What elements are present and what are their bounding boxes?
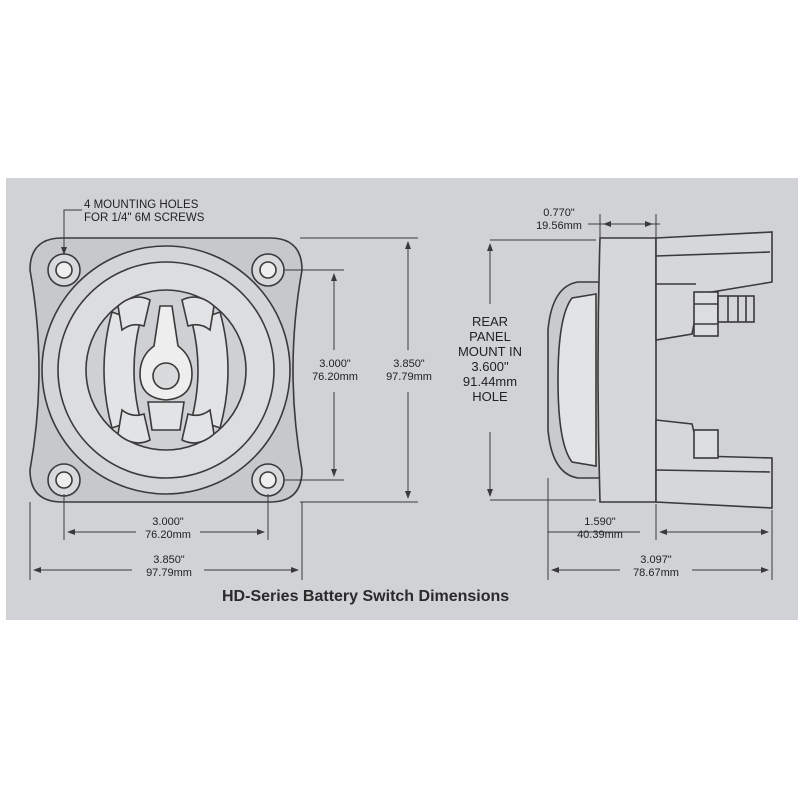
front-dimension-lines xyxy=(29,209,418,580)
panel-mount-line-6: HOLE xyxy=(472,389,508,404)
side-view xyxy=(547,231,773,509)
knob-hub xyxy=(152,362,180,390)
panel-mount-line-3: MOUNT IN xyxy=(457,344,523,359)
panel-mount-line-1: REAR xyxy=(471,314,509,329)
panel-mount-line-4: 3.600" xyxy=(471,359,509,374)
holes-leader xyxy=(61,209,82,255)
knob-bottom-right xyxy=(181,408,215,444)
side-dimension-lines xyxy=(487,214,773,580)
panel-mount-label: REAR PANEL MOUNT IN 3.600" 91.44mm HOLE xyxy=(446,314,534,404)
knob-top-right xyxy=(181,296,215,332)
mounting-holes xyxy=(47,253,285,497)
rear-depth-mm: 40.39mm xyxy=(577,529,623,541)
mounting-holes-line-1: 4 MOUNTING HOLES xyxy=(84,199,199,211)
hole-spacing-vertical-label: 3.000" 76.20mm xyxy=(306,358,364,384)
mounting-holes-line-2: FOR 1/4" 6M SCREWS xyxy=(84,212,205,224)
side-flange xyxy=(597,237,657,503)
hole-spacing-horizontal-inch: 3.000" xyxy=(152,516,184,528)
hole-spacing-vertical-inch: 3.000" xyxy=(319,358,351,370)
panel-mount-line-5: 91.44mm xyxy=(462,374,518,389)
side-rear-lower xyxy=(655,419,773,509)
knob-depth-mm: 19.56mm xyxy=(536,220,582,232)
terminal-nut xyxy=(693,291,719,337)
hole-spacing-horizontal-mm: 76.20mm xyxy=(145,529,191,541)
overall-height-mm: 97.79mm xyxy=(386,371,432,383)
hole-spacing-horizontal-label: 3.000" 76.20mm xyxy=(137,516,199,542)
knob-depth-inch: 0.770" xyxy=(543,207,575,219)
overall-depth-mm: 78.67mm xyxy=(633,567,679,579)
overall-width-inch: 3.850" xyxy=(153,554,185,566)
knob-top-left xyxy=(117,296,151,332)
rear-depth-label: 1.590" 40.39mm xyxy=(568,516,632,542)
knob-lower-tab xyxy=(147,401,185,431)
terminal-nut-lower xyxy=(693,429,719,459)
rear-depth-inch: 1.590" xyxy=(584,516,616,528)
panel-mount-line-2: PANEL xyxy=(469,329,511,344)
overall-depth-inch: 3.097" xyxy=(640,554,672,566)
overall-depth-label: 3.097" 78.67mm xyxy=(620,554,692,580)
knob-depth-label: 0.770" 19.56mm xyxy=(526,207,592,233)
overall-height-label: 3.850" 97.79mm xyxy=(380,358,438,384)
overall-height-inch: 3.850" xyxy=(393,358,425,370)
mounting-holes-label: 4 MOUNTING HOLES FOR 1/4" 6M SCREWS xyxy=(84,199,204,225)
diagram-title: HD-Series Battery Switch Dimensions xyxy=(222,588,510,605)
overall-width-mm: 97.79mm xyxy=(146,567,192,579)
terminal-stud xyxy=(717,295,755,323)
hole-spacing-vertical-mm: 76.20mm xyxy=(312,371,358,383)
side-knob-grip xyxy=(557,293,597,467)
front-view xyxy=(29,237,303,503)
overall-width-label: 3.850" 97.79mm xyxy=(134,554,204,580)
knob-bottom-left xyxy=(117,408,151,444)
